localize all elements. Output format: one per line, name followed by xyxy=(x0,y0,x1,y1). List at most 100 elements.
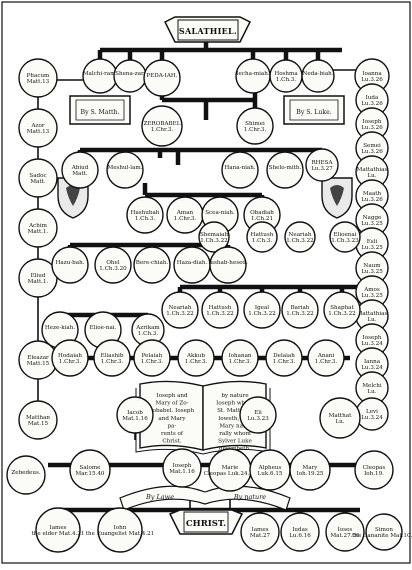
person-node-label: PEDA-IAH. xyxy=(146,73,177,79)
person-node-circle xyxy=(133,246,171,284)
person-node-circle xyxy=(161,291,199,329)
person-node-circle xyxy=(281,291,319,329)
matthew-box-label: By S. Matth. xyxy=(81,109,120,116)
book-line: Christ. xyxy=(162,439,181,445)
person-node-circle xyxy=(35,507,81,553)
person-node-label: Iecha-miah. xyxy=(236,71,270,77)
person-node-label: Elioe-nai. xyxy=(90,325,117,331)
person-node-circle xyxy=(365,513,403,551)
person-node-circle xyxy=(18,400,58,440)
person-node: Iecha-miah. xyxy=(235,58,271,94)
person-node-label: Shelo-mith. xyxy=(269,165,302,171)
title-text: SALATHIEL. xyxy=(179,26,237,36)
person-node: Shelo-mith. xyxy=(266,151,304,189)
person-node-circle xyxy=(236,107,274,145)
person-node-circle xyxy=(116,396,154,434)
right-shield-icon xyxy=(321,177,353,219)
ribbon-left-text: By Lawe xyxy=(145,493,174,501)
ribbon-right-text: By nature xyxy=(233,493,266,501)
person-node-circle xyxy=(240,512,280,552)
person-node: Bere-chiah. xyxy=(133,246,171,284)
person-node-circle xyxy=(93,339,131,377)
person-node-label: Iushab-hesed. xyxy=(208,260,248,266)
person-node-circle xyxy=(18,158,58,198)
person-node-circle xyxy=(69,449,111,491)
person-node-circle xyxy=(143,59,181,97)
person-node-circle xyxy=(246,221,278,253)
person-node-circle xyxy=(133,339,171,377)
person-node-circle xyxy=(323,291,361,329)
book-line: by nature xyxy=(221,393,249,399)
person-node-label: Scea-niah. xyxy=(205,210,235,216)
person-node-circle xyxy=(354,450,394,490)
book-line: robabel. Ioseph xyxy=(150,408,195,414)
book-line: Mary natu- xyxy=(219,423,250,429)
person-node: Neda-biah. xyxy=(301,59,335,93)
person-node-circle xyxy=(280,512,320,552)
person-node-circle xyxy=(325,512,365,552)
person-node-circle xyxy=(243,291,281,329)
person-node-circle xyxy=(177,339,215,377)
person-node-circle xyxy=(307,339,345,377)
person-node-circle xyxy=(126,196,164,234)
person-node-label: Hana-niah. xyxy=(224,165,255,171)
person-node: PEDA-IAH. xyxy=(143,59,181,97)
person-node-label: Meshul-lam. xyxy=(108,165,143,171)
